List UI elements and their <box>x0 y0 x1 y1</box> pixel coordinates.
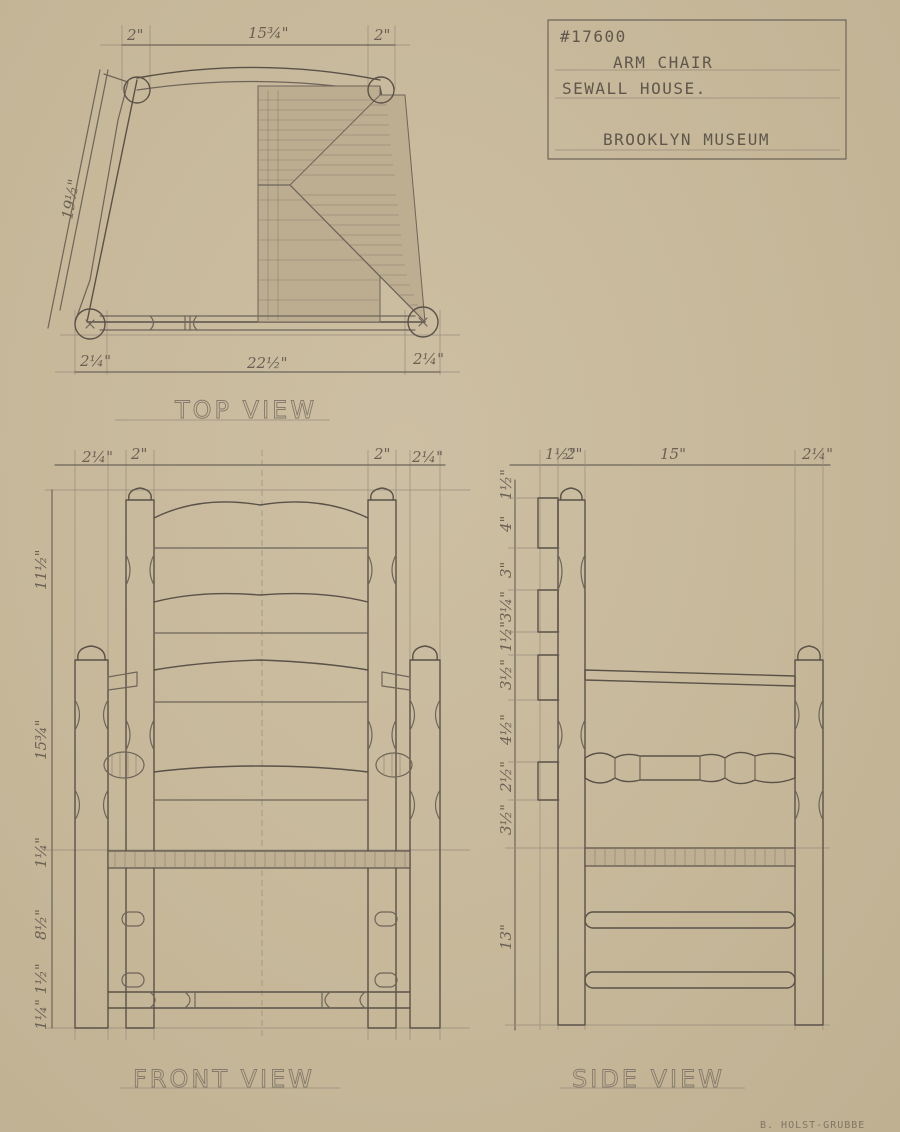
dim-side-depth: 15" <box>660 445 686 463</box>
slat-end-4 <box>537 761 559 801</box>
top-crest-rail <box>136 66 381 81</box>
slat-4 <box>153 765 369 773</box>
dim-side-slat-3: 3½" <box>497 659 515 690</box>
object-source: SEWALL HOUSE. <box>562 79 707 98</box>
side-front-post <box>794 659 824 1026</box>
side-stretcher-lower <box>584 971 796 989</box>
dim-side-gap-2: 1½" <box>497 621 515 652</box>
object-name: ARM CHAIR <box>613 53 713 72</box>
front-seat-rail <box>107 850 411 869</box>
dim-front-right-back-post: 2" <box>373 445 390 463</box>
dim-side-a: 1½" <box>545 445 576 463</box>
side-back-post <box>557 499 586 1026</box>
dim-side-finial: 1½" <box>497 469 515 500</box>
right-arm-grip <box>375 752 413 778</box>
side-stretcher-upper <box>584 911 796 929</box>
front-back-left-post <box>125 499 155 1029</box>
slat-end-2 <box>537 589 559 633</box>
slat-1 <box>153 501 369 519</box>
side-view: 1½" 2" 15" 2¼" 1½" 4" 3" 3¼" 1½" 3½" 4½"… <box>497 445 833 1093</box>
back-left-post <box>123 76 151 104</box>
slat-end-3 <box>537 654 559 701</box>
collection-name: BROOKLYN MUSEUM <box>603 130 770 149</box>
slat-end-1 <box>537 497 559 549</box>
dim-front-bottom: 1¼" 1½" <box>32 963 50 1030</box>
dim-top-front-left: 2¼" <box>79 352 111 370</box>
dim-side-gap-4: 3½" <box>497 804 515 835</box>
dim-front-top-back: 11½" <box>32 549 50 590</box>
front-right-post <box>407 306 439 338</box>
dim-front-arm-height: 15¾" <box>32 719 50 760</box>
dim-side-front-post: 2¼" <box>801 445 833 463</box>
front-right-arm-post <box>409 659 441 1029</box>
back-right-post <box>367 76 395 104</box>
dim-top-right-post: 2" <box>373 26 390 44</box>
dim-top-front-right: 2¼" <box>412 350 444 368</box>
front-bottom-stretcher <box>107 991 411 1009</box>
left-arm-tenon <box>107 671 138 691</box>
slat-2 <box>153 592 369 603</box>
dim-front-seat-height: 8½" <box>32 909 50 940</box>
dim-front-left-back-post: 2" <box>130 445 147 463</box>
artist-signature: B. HOLST-GRUBBE <box>760 1120 865 1131</box>
top-view: 2" 15¾" 2" 19½" 2¼" 22½" 2¼" TOP VIEW <box>47 24 460 424</box>
side-view-title: SIDE VIEW <box>572 1065 725 1093</box>
side-turned-stretcher <box>584 751 796 785</box>
dim-top-back-width: 15¾" <box>248 24 289 42</box>
dim-front-right-arm-post: 2¼" <box>411 448 443 466</box>
front-view: 2¼" 2" 2" 2¼" 11½" 15¾" 1¼" 8½" 1¼" 1½" … <box>32 445 470 1093</box>
dim-side-slat-4: 2½" <box>497 761 515 793</box>
front-left-post <box>74 308 106 340</box>
side-seat-rail <box>584 847 796 867</box>
dim-front-seat-rail: 1¼" <box>32 837 50 868</box>
dim-side-b: 2" <box>565 445 582 463</box>
front-left-arm-post <box>74 659 109 1029</box>
dim-side-slat-1: 4" <box>497 516 515 533</box>
left-arm-grip <box>103 751 145 779</box>
dim-top-left-post: 2" <box>126 26 143 44</box>
dim-side-gap-3: 4½" <box>497 714 515 746</box>
front-stretcher-top <box>99 315 416 331</box>
dim-top-front-width: 22½" <box>246 354 288 372</box>
dim-side-seat-height: 13" <box>497 924 515 950</box>
right-arm-tenon <box>381 671 411 691</box>
left-arm <box>74 73 129 323</box>
dim-side-gap-1: 3" <box>497 562 515 578</box>
rush-seat-hatch <box>257 85 426 324</box>
title-block-frame <box>547 19 847 160</box>
slat-3 <box>153 659 369 671</box>
top-view-title: TOP VIEW <box>174 396 317 424</box>
dim-front-left-arm-post: 2¼" <box>81 448 113 466</box>
title-block: #17600 ARM CHAIR SEWALL HOUSE. BROOKLYN … <box>547 19 847 160</box>
dim-side-slat-2: 3¼" <box>497 591 515 622</box>
side-arm <box>584 669 796 687</box>
front-view-title: FRONT VIEW <box>133 1065 315 1093</box>
catalog-number: #17600 <box>560 27 627 46</box>
